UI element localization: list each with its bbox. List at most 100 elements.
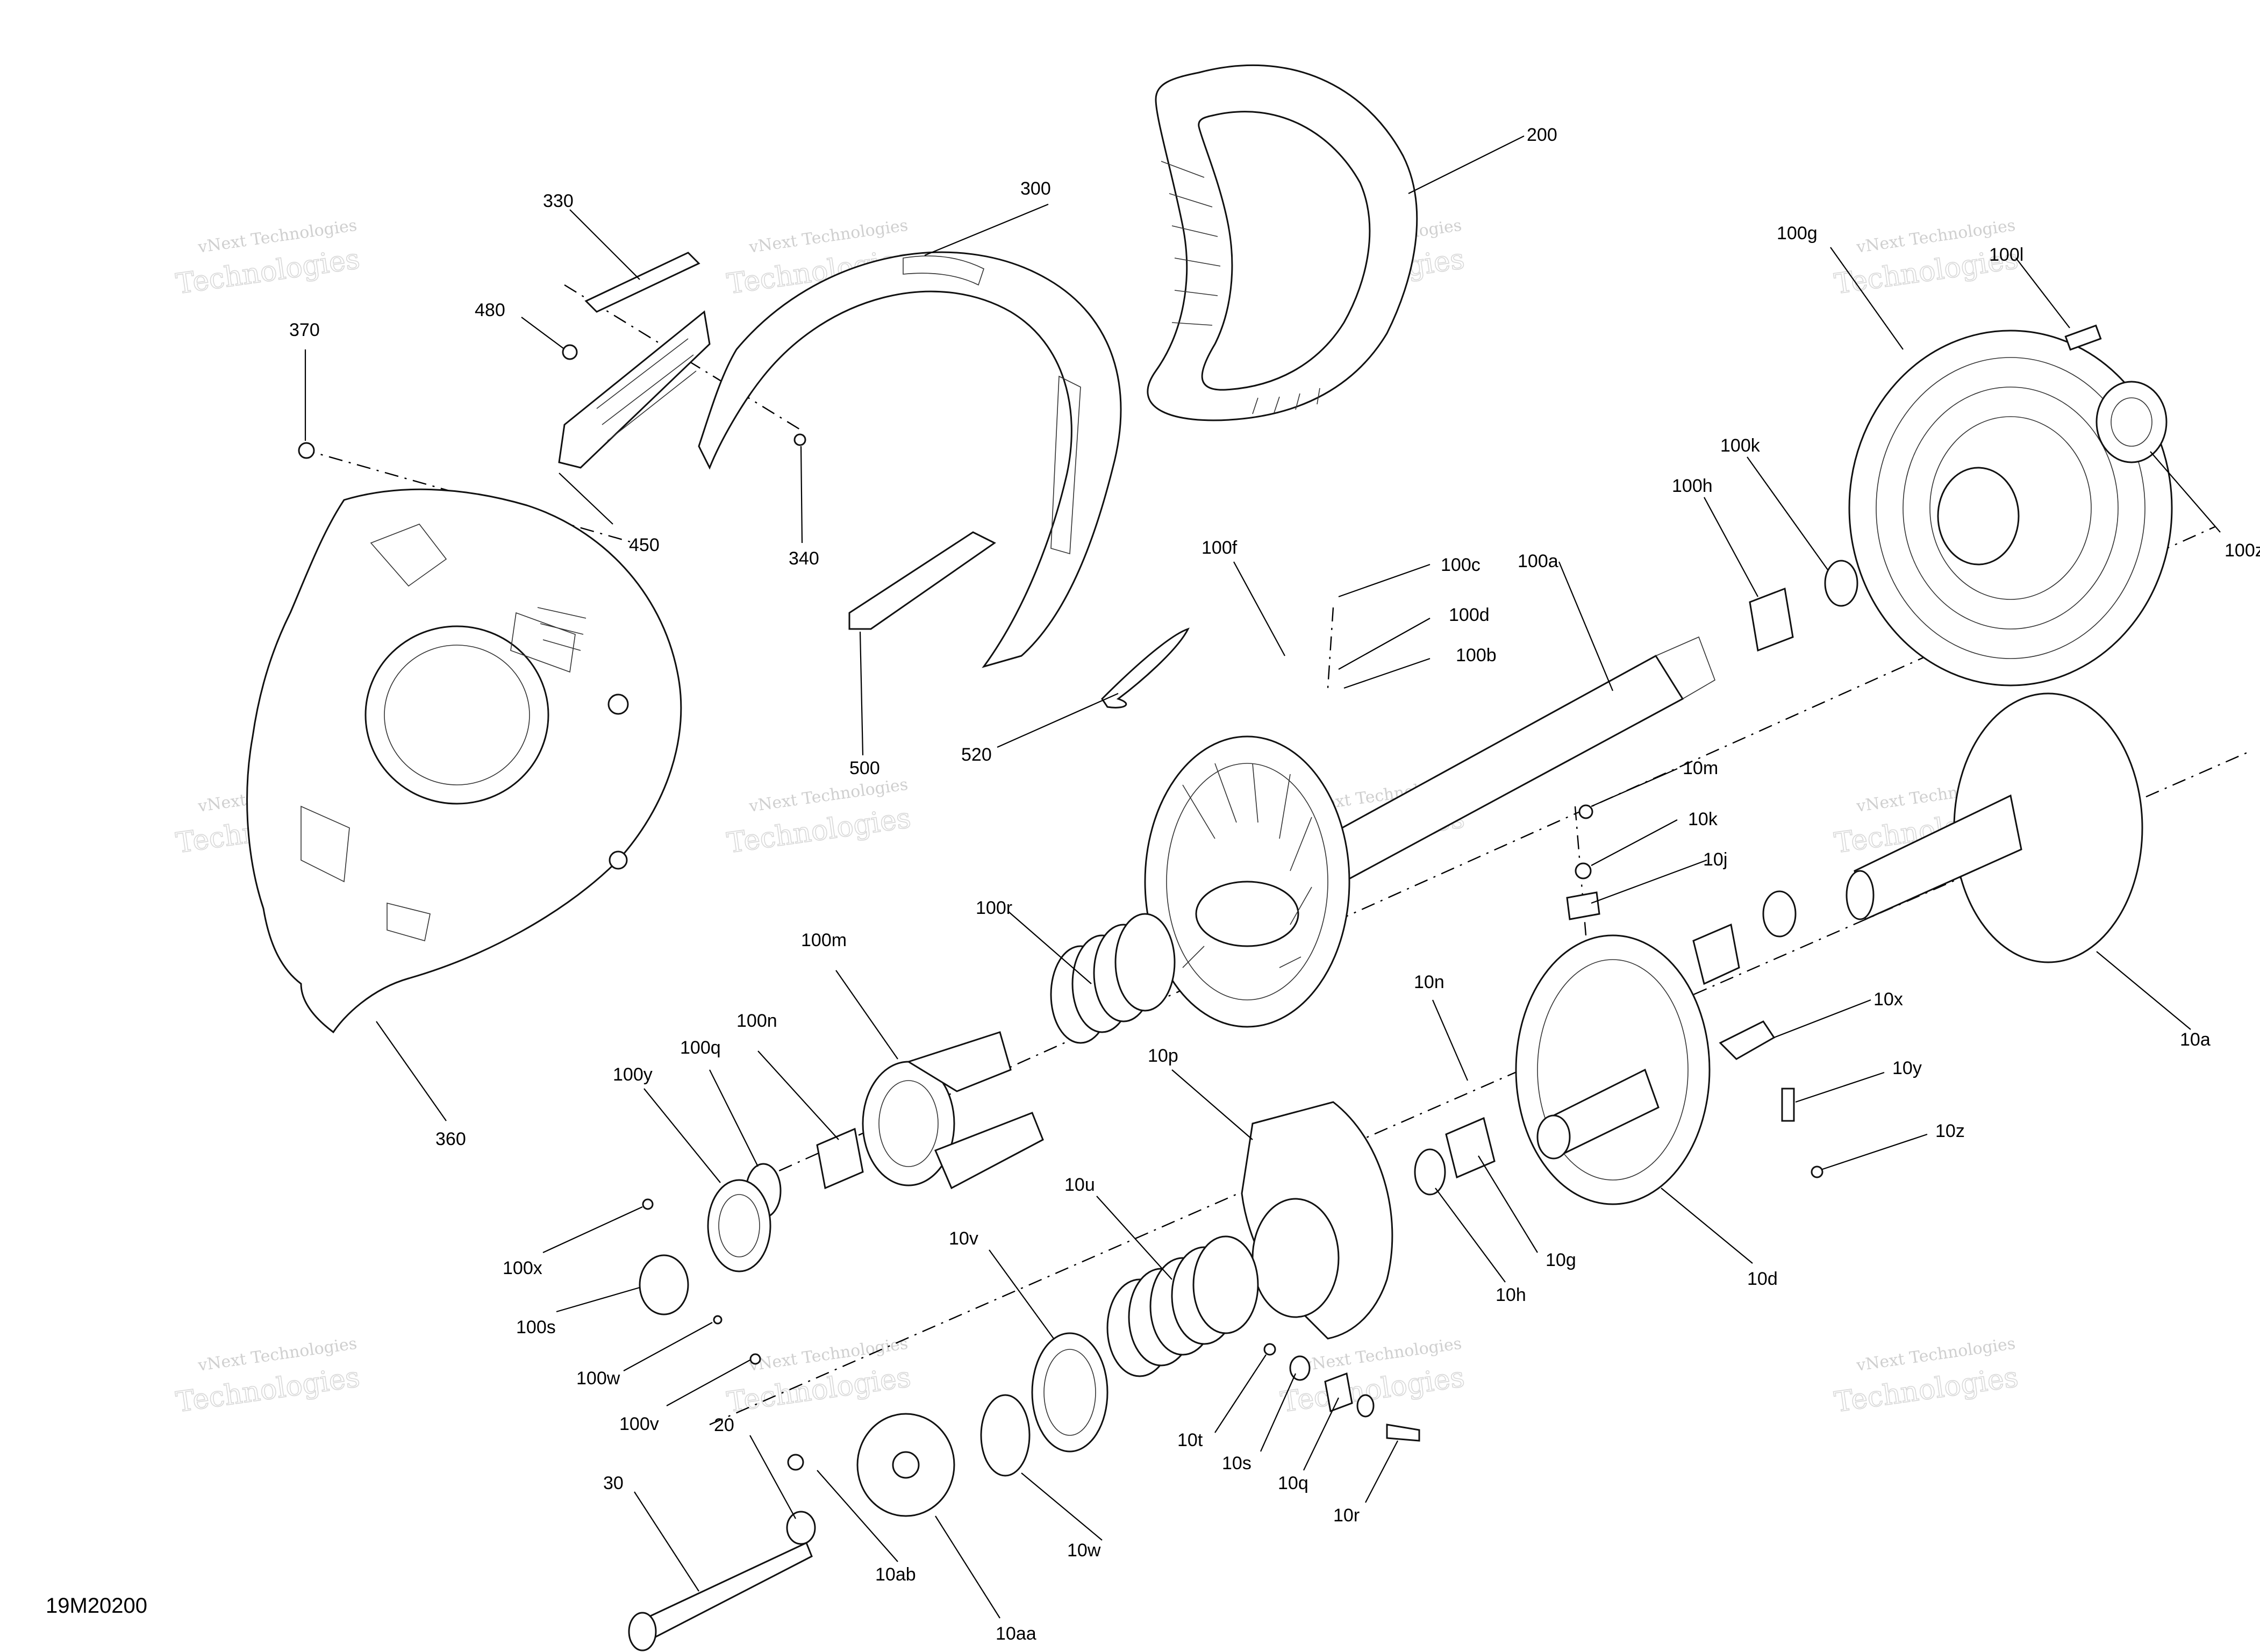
callout-10a: 10a <box>2180 1029 2211 1050</box>
small-brackets <box>298 252 1190 709</box>
bearing-100z <box>2095 381 2168 463</box>
bushing-10g <box>1445 1117 1496 1179</box>
washer-10k <box>1575 862 1592 879</box>
screw-100x <box>642 1198 654 1210</box>
callout-200: 200 <box>1527 125 1557 145</box>
spring-100r <box>1050 913 1176 1044</box>
washer-20 <box>786 1511 816 1545</box>
callout-100h: 100h <box>1672 476 1713 496</box>
callout-10t: 10t <box>1177 1430 1203 1450</box>
bolt-30 <box>633 1541 813 1643</box>
pin-10y <box>1781 1088 1795 1122</box>
screw-10z <box>1811 1165 1823 1178</box>
callout-10n: 10n <box>1414 972 1444 992</box>
callout-10s: 10s <box>1222 1453 1251 1474</box>
washer-100w <box>713 1315 723 1325</box>
callout-100d: 100d <box>1449 605 1490 625</box>
callout-30: 30 <box>603 1473 624 1493</box>
callout-360: 360 <box>435 1129 466 1149</box>
callout-100y: 100y <box>613 1064 653 1085</box>
nut-100s <box>639 1254 689 1315</box>
screw-10t <box>1263 1343 1276 1356</box>
callout-10j: 10j <box>1703 849 1727 870</box>
belt-guard-housing <box>246 488 682 1034</box>
fixed-sheave-assembly <box>1321 324 2173 883</box>
screw-100l <box>2064 324 2102 351</box>
callout-10q: 10q <box>1278 1473 1308 1493</box>
ring-10a-small <box>1762 890 1797 938</box>
screw-10ab <box>787 1454 804 1471</box>
callout-10x: 10x <box>1873 989 1903 1010</box>
plug-370 <box>298 442 315 459</box>
callout-10z: 10z <box>1935 1121 1965 1141</box>
small-parts-bottom <box>628 1332 1420 1651</box>
callout-100v: 100v <box>619 1414 659 1434</box>
callout-100a: 100a <box>1518 551 1558 571</box>
screw-10m <box>1578 804 1593 819</box>
bushing-10a <box>1692 923 1740 985</box>
ring-10h <box>1414 1148 1446 1196</box>
callout-100b: 100b <box>1456 645 1497 666</box>
movable-sheave <box>1144 735 1350 1028</box>
callout-10ab: 10ab <box>875 1564 916 1585</box>
callout-100c: 100c <box>1441 555 1481 575</box>
movable-half-10d <box>1414 804 1823 1205</box>
cam-100m <box>862 1031 1044 1190</box>
callout-370: 370 <box>289 320 320 340</box>
bushing-100n <box>816 1127 864 1190</box>
callout-100s: 100s <box>516 1317 556 1338</box>
callout-340: 340 <box>789 548 819 569</box>
spring-10u <box>1106 1235 1259 1377</box>
callout-10u: 10u <box>1064 1175 1095 1195</box>
spider-10p <box>1241 1101 1393 1340</box>
callout-10k: 10k <box>1688 809 1718 829</box>
callout-100f: 100f <box>1201 538 1238 558</box>
callout-100n: 100n <box>736 1011 777 1031</box>
screw-480 <box>562 344 578 360</box>
callout-480: 480 <box>475 300 505 320</box>
callout-10r: 10r <box>1333 1505 1360 1526</box>
callout-100g: 100g <box>1777 223 1818 244</box>
roller-10j <box>1566 891 1600 920</box>
roller-10q <box>1324 1372 1353 1413</box>
callout-10p: 10p <box>1148 1046 1178 1066</box>
callout-100z: 100z <box>2225 540 2260 561</box>
upper-guard <box>698 251 1122 668</box>
callout-10g: 10g <box>1546 1250 1576 1270</box>
leader-lines <box>304 135 2221 1619</box>
nut-340 <box>793 433 806 446</box>
callout-10v: 10v <box>949 1228 978 1249</box>
plate-450 <box>558 310 711 469</box>
bushing-100h <box>1749 587 1794 652</box>
shaft-100a <box>1321 655 1684 883</box>
callout-100w: 100w <box>576 1368 620 1389</box>
ring-10w <box>980 1394 1031 1477</box>
callout-10w: 10w <box>1067 1540 1101 1561</box>
callout-labels: 200 300 330 480 370 450 340 360 500 520 … <box>289 125 2260 1644</box>
callout-100q: 100q <box>680 1038 721 1058</box>
callout-10m: 10m <box>1683 758 1718 778</box>
callout-10y: 10y <box>1892 1058 1922 1078</box>
sheave-10a <box>1692 692 2143 985</box>
callout-100k: 100k <box>1720 435 1761 456</box>
callout-100x: 100x <box>503 1258 542 1278</box>
callout-450: 450 <box>629 535 660 555</box>
callout-10h: 10h <box>1496 1285 1526 1305</box>
pin-10r <box>1386 1424 1420 1442</box>
callout-100l: 100l <box>1989 245 2023 265</box>
bracket-330 <box>584 252 700 313</box>
seal-10v <box>1031 1332 1108 1453</box>
washer-100y <box>707 1179 771 1272</box>
callout-500: 500 <box>849 758 880 778</box>
drive-belt <box>1147 64 1418 421</box>
callout-20: 20 <box>714 1415 734 1435</box>
callout-520: 520 <box>961 745 992 765</box>
callout-10aa: 10aa <box>996 1624 1036 1644</box>
springs <box>1050 913 1259 1377</box>
screw-100v <box>749 1353 761 1365</box>
lever-10x <box>1719 1020 1776 1060</box>
ring-100k <box>1824 560 1858 607</box>
callout-100m: 100m <box>801 930 847 950</box>
